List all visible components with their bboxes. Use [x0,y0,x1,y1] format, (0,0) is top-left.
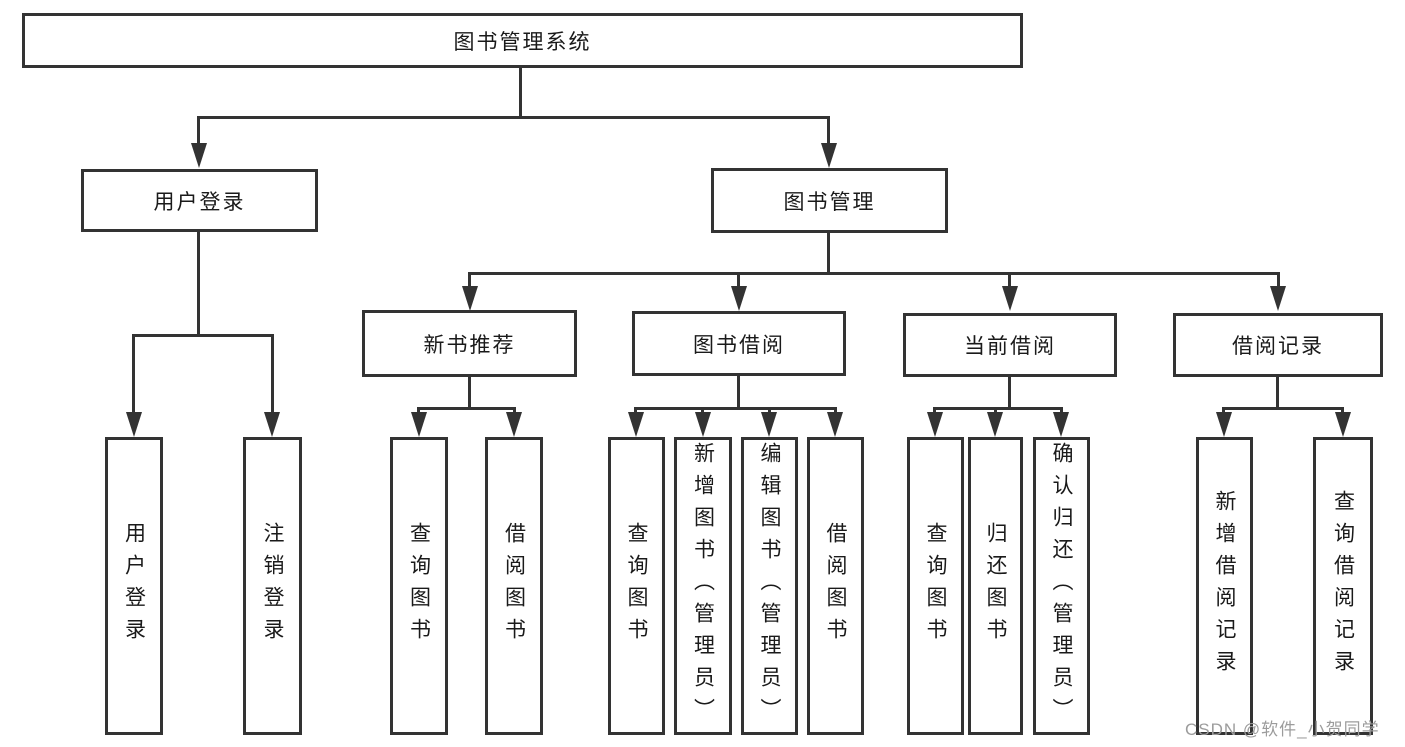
connector-line [197,116,200,146]
leaf-label: 新增图书（管理员） [691,442,715,730]
arrowhead-icon [126,412,142,437]
leaf-label: 借阅图书 [824,522,847,650]
leaf-label: 用户登录 [122,522,146,650]
leaf-query-books-current: 查询图书 [907,437,964,735]
connector-line [737,272,740,288]
arrowhead-icon [506,412,522,437]
connector-line [1277,272,1280,288]
arrowhead-icon [827,412,843,437]
leaf-label: 查询图书 [407,522,431,650]
leaf-borrow-books: 借阅图书 [807,437,864,735]
connector-line [519,68,522,117]
connector-line [827,233,830,274]
leaf-query-books-recommend: 查询图书 [390,437,448,735]
arrowhead-icon [628,412,644,437]
arrowhead-icon [264,412,280,437]
node-label: 图书管理 [783,190,876,214]
connector-line [933,407,936,416]
connector-line [271,334,274,414]
leaf-logout: 注销登录 [243,437,302,735]
leaf-edit-books-admin: 编辑图书（管理员） [741,437,798,735]
node-current-borrow: 当前借阅 [903,313,1117,377]
connector-line [197,232,200,335]
leaf-label: 查询图书 [625,522,648,650]
connector-line [1276,377,1279,408]
connector-line [417,407,516,410]
node-book-management: 图书管理 [711,168,948,233]
connector-line [634,407,837,410]
connector-line [132,334,135,414]
connector-line [634,407,637,416]
connector-line [132,334,274,337]
arrowhead-icon [1002,286,1018,311]
connector-line [701,407,704,416]
connector-line [513,407,516,416]
connector-line [994,407,997,416]
connector-line [1008,272,1011,288]
leaf-label: 编辑图书（管理员） [758,442,781,730]
connector-line [827,116,830,146]
arrowhead-icon [462,286,478,311]
arrowhead-icon [1335,412,1351,437]
arrowhead-icon [821,143,837,168]
connector-line [1222,407,1344,410]
arrowhead-icon [927,412,943,437]
arrowhead-icon [191,143,207,168]
node-user-login: 用户登录 [81,169,318,232]
leaf-label: 查询图书 [924,522,947,650]
connector-line [933,407,1063,410]
leaf-query-books-borrow: 查询图书 [608,437,665,735]
node-label: 用户登录 [153,190,246,214]
connector-line [834,407,837,416]
leaf-label: 确认归还（管理员） [1050,442,1073,730]
node-label: 图书借阅 [693,333,785,357]
leaf-user-login: 用户登录 [105,437,163,735]
arrowhead-icon [761,412,777,437]
arrowhead-icon [731,286,747,311]
leaf-query-borrow-record: 查询借阅记录 [1313,437,1373,735]
connector-line [1060,407,1063,416]
connector-line [1222,407,1225,416]
node-label: 借阅记录 [1232,335,1324,358]
arrowhead-icon [1270,286,1286,311]
leaf-add-borrow-record: 新增借阅记录 [1196,437,1253,735]
connector-line [468,272,471,288]
arrowhead-icon [1216,412,1232,437]
arrowhead-icon [695,412,711,437]
arrowhead-icon [411,412,427,437]
leaf-borrow-books-recommend: 借阅图书 [485,437,543,735]
connector-line [768,407,771,416]
connector-line [198,116,830,119]
leaf-confirm-return-admin: 确认归还（管理员） [1033,437,1090,735]
node-label: 当前借阅 [964,335,1056,358]
node-label: 新书推荐 [423,333,516,357]
connector-line [1341,407,1344,416]
node-library-management-system: 图书管理系统 [22,13,1023,68]
leaf-label: 查询借阅记录 [1331,490,1355,682]
arrowhead-icon [987,412,1003,437]
connector-line [468,272,1280,275]
leaf-add-books-admin: 新增图书（管理员） [674,437,732,735]
connector-line [417,407,420,416]
node-book-borrow: 图书借阅 [632,311,846,376]
leaf-label: 归还图书 [984,522,1007,650]
node-label: 图书管理系统 [453,30,592,54]
leaf-return-books: 归还图书 [968,437,1023,735]
node-borrow-records: 借阅记录 [1173,313,1383,377]
connector-line [1008,377,1011,408]
node-new-book-recommend: 新书推荐 [362,310,577,377]
connector-line [468,377,471,408]
arrowhead-icon [1053,412,1069,437]
leaf-label: 借阅图书 [502,522,526,650]
connector-line [737,376,740,408]
leaf-label: 注销登录 [261,522,284,650]
csdn-watermark: CSDN @软件_小贺同学 [1185,720,1380,739]
leaf-label: 新增借阅记录 [1213,490,1236,682]
